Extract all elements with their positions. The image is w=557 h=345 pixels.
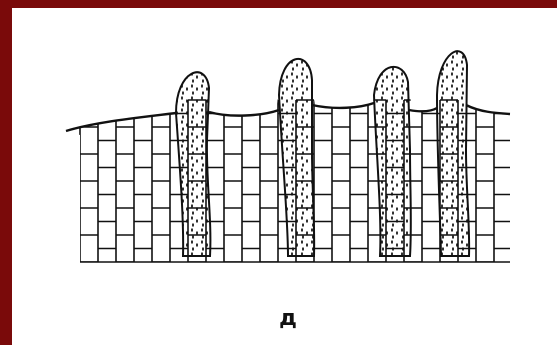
- papilla-3: [374, 67, 411, 256]
- papillae: [176, 51, 469, 256]
- papilla-1: [176, 72, 210, 256]
- papilla-4: [437, 51, 469, 256]
- papilla-2: [279, 59, 314, 256]
- figure-caption: д: [268, 306, 308, 331]
